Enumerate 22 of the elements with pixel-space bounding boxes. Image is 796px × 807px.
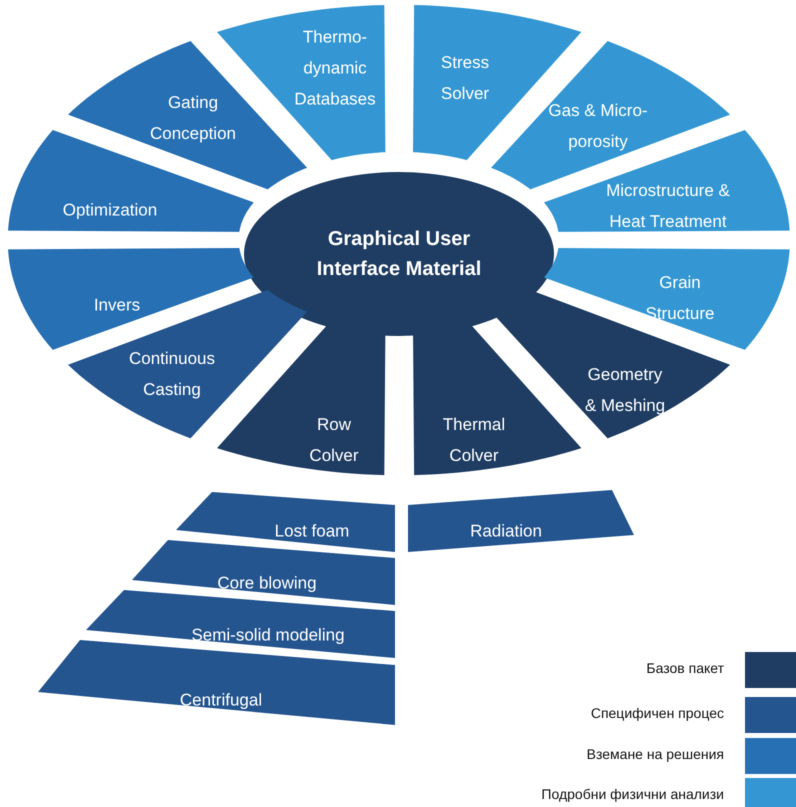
segment-label: Stress Solver xyxy=(440,52,490,105)
segment-label: Thermo-dynamic Databases xyxy=(293,26,377,110)
segment-label: Semi-solid modeling xyxy=(190,624,346,646)
segment-label: Grain Structure xyxy=(644,272,716,325)
segment-label: Gating Conception xyxy=(148,92,237,145)
legend-label: Базов пакет xyxy=(646,660,724,676)
segment-label: Microstructure & Heat Treatment xyxy=(605,180,731,233)
segment-label: Geometry & Meshing xyxy=(584,364,666,417)
segment-label: Invers xyxy=(92,294,142,316)
segment-label: Thermal Colver xyxy=(442,414,506,467)
segment-label: Radiation xyxy=(469,520,543,542)
legend-label: Вземане на решения xyxy=(586,746,724,762)
segment-label: Row Colver xyxy=(308,414,360,467)
segment-label: Gas & Micro-porosity xyxy=(547,100,649,153)
segment-label: Continuous Casting xyxy=(128,348,216,401)
segment-label: Optimization xyxy=(62,199,158,222)
segment-label: Core blowing xyxy=(216,572,318,594)
legend-label: Специфичен процес xyxy=(590,705,724,721)
segment-label: Graphical User Interface Material xyxy=(316,227,482,282)
segment-label: Centrifugal xyxy=(178,690,264,712)
segment-label: Lost foam xyxy=(274,520,350,542)
legend-label: Подробни физични анализи xyxy=(541,786,724,802)
